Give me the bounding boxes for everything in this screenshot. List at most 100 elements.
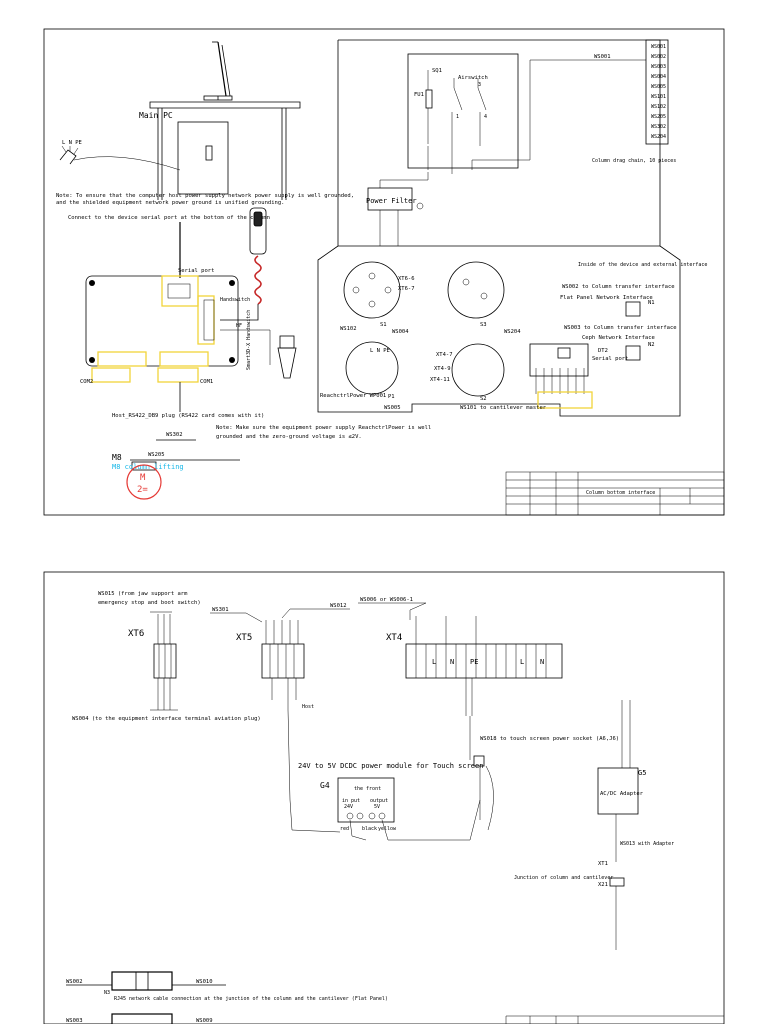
ws005-label: WS005 <box>384 405 401 411</box>
n2-port <box>625 345 641 361</box>
motor-sub: 2= <box>137 485 148 495</box>
front-label: the front <box>354 786 381 792</box>
ws003-transfer-label: WS003 to Column transfer interface <box>564 325 677 331</box>
g4-label: G4 <box>320 781 330 790</box>
note-power: Note: Make sure the equipment power supp… <box>216 425 431 431</box>
ws015b-label: emergency stop and boot switch) <box>98 600 201 606</box>
handswitch-port-box <box>197 295 215 345</box>
ws001-label: WS001 <box>594 54 611 60</box>
ws301-label: WS301 <box>212 607 229 613</box>
xt6-terminal: WS015 (from jaw support arm emergency st… <box>72 591 261 722</box>
socket-s2 <box>451 343 505 397</box>
junction-label: Junction of column and cantilever <box>514 875 613 881</box>
ws003b-label: WS003 <box>66 1018 83 1024</box>
ceph-label: Ceph Network Interface <box>582 335 655 341</box>
yellow-label: yellow <box>378 826 397 832</box>
ws010-label: WS010 <box>196 979 213 985</box>
socket-s3 <box>447 261 505 319</box>
ws012-label: WS012 <box>330 603 347 609</box>
g5-label: G5 <box>638 769 646 777</box>
svg-text:WS101: WS101 <box>651 94 666 100</box>
note-ground: Note: To ensure that the computer host p… <box>56 193 354 199</box>
sheet-2-frame <box>43 571 725 1024</box>
ws006-label: WS006 or WS006-1 <box>360 597 413 603</box>
com2-label: COM2 <box>80 379 93 385</box>
xt5-terminal: WS301 XT5 WS012 Host <box>210 603 350 833</box>
host-label: Host <box>302 704 314 710</box>
lnpe-label: L N PE <box>62 140 82 146</box>
svg-text:WS102: WS102 <box>651 104 666 110</box>
xt6-7-label: XT6-7 <box>398 286 415 292</box>
xt4-terminal: WS006 or WS006-1 XT4 L N PE L N WS018 to… <box>358 597 619 831</box>
xt5-label: XT5 <box>236 633 252 643</box>
xt4-n2: N <box>540 658 544 666</box>
s1-label: S1 <box>380 322 387 328</box>
handswitch-label: Handswitch <box>220 297 250 303</box>
title-column-bottom: Column bottom interface <box>586 490 655 496</box>
title-block-1: Column bottom interface <box>505 471 725 516</box>
cabinet: Inside of the device and external interf… <box>317 39 707 417</box>
sq1-label: SQ1 <box>432 68 442 74</box>
drag-chain-label: Column drag chain, 10 pieces <box>592 158 676 164</box>
x21-label: X21 <box>598 882 608 888</box>
terminal-strip <box>529 343 589 377</box>
svg-text:1: 1 <box>456 114 459 120</box>
main-pc-label: Main PC <box>139 111 173 120</box>
terminal-yellow <box>537 391 593 409</box>
xt4-l1: L <box>432 658 436 666</box>
controller-board: Serial port COM2 COM1 <box>80 268 239 412</box>
ws204-label: WS204 <box>504 329 521 335</box>
output-v: 5V <box>374 804 380 810</box>
ws004-label: WS004 <box>392 329 409 335</box>
svg-text:4: 4 <box>484 114 487 120</box>
airswitch-label: Airswitch <box>458 75 488 81</box>
fu1-label: FU1 <box>414 92 424 98</box>
xt4-label: XT4 <box>386 633 402 643</box>
handswitch: Handswitch HF Smart3D-X Handswitch <box>220 207 297 379</box>
main-pc: Main PC <box>139 41 301 200</box>
ws302-label: WS302 <box>166 432 183 438</box>
serial-port-box <box>161 275 199 307</box>
ws205-label: WS205 <box>148 452 165 458</box>
ws002-transfer-label: WS002 to Column transfer interface <box>562 284 675 290</box>
note-power-2: grounded and the zero-ground voltage is … <box>216 434 362 440</box>
svg-text:WS002: WS002 <box>651 54 666 60</box>
xt4-11-label: XT4-11 <box>430 377 450 383</box>
power-filter <box>367 187 413 211</box>
ws013-label: WS013 with Adapter <box>620 841 674 847</box>
n3-label: N3 <box>104 990 110 996</box>
svg-text:3: 3 <box>478 82 481 88</box>
xt4-l2: L <box>520 658 524 666</box>
motor-circle <box>126 464 162 500</box>
mains-plug: L N PE <box>59 140 181 171</box>
serial-port-label: Serial port <box>178 268 214 274</box>
red-label: red <box>340 826 349 832</box>
xt4-n1: N <box>450 658 454 666</box>
m8-label: M8 <box>112 453 122 462</box>
dcdc-module: 24V to 5V DCDC power module for Touch sc… <box>298 762 483 841</box>
pc-tower <box>177 121 229 195</box>
socket-s1 <box>343 261 401 319</box>
hf-label: HF <box>236 323 242 329</box>
connect-serial-note: Connect to the device serial port at the… <box>68 215 270 221</box>
ws009-label: WS009 <box>196 1018 213 1024</box>
serial-port2-label: Serial port <box>592 356 628 362</box>
power-filter-label: Power Filter <box>366 197 417 205</box>
sheet-1-frame <box>43 28 725 516</box>
flat-panel-label: Flat Panel Network Interface <box>560 295 653 301</box>
com1-box <box>157 367 199 383</box>
ws015-label: WS015 (from jaw support arm <box>98 591 188 597</box>
xt1-label: XT1 <box>598 861 608 867</box>
m8-cable-label: M8 column lifting <box>112 463 184 471</box>
s3-label: S3 <box>480 322 487 328</box>
svg-text:WS001: WS001 <box>651 44 666 50</box>
ws102-label: WS102 <box>340 326 357 332</box>
acdc-label: AC/DC Adapter <box>600 791 644 797</box>
output-label: output <box>370 798 388 804</box>
input-v: 24V <box>344 804 353 810</box>
motor-m: M <box>140 473 146 483</box>
acdc-adapter: AC/DC Adapter G5 WS013 with Adapter XT1 … <box>514 700 674 950</box>
xt4-pe: PE <box>470 658 478 666</box>
com2-box <box>91 367 131 383</box>
